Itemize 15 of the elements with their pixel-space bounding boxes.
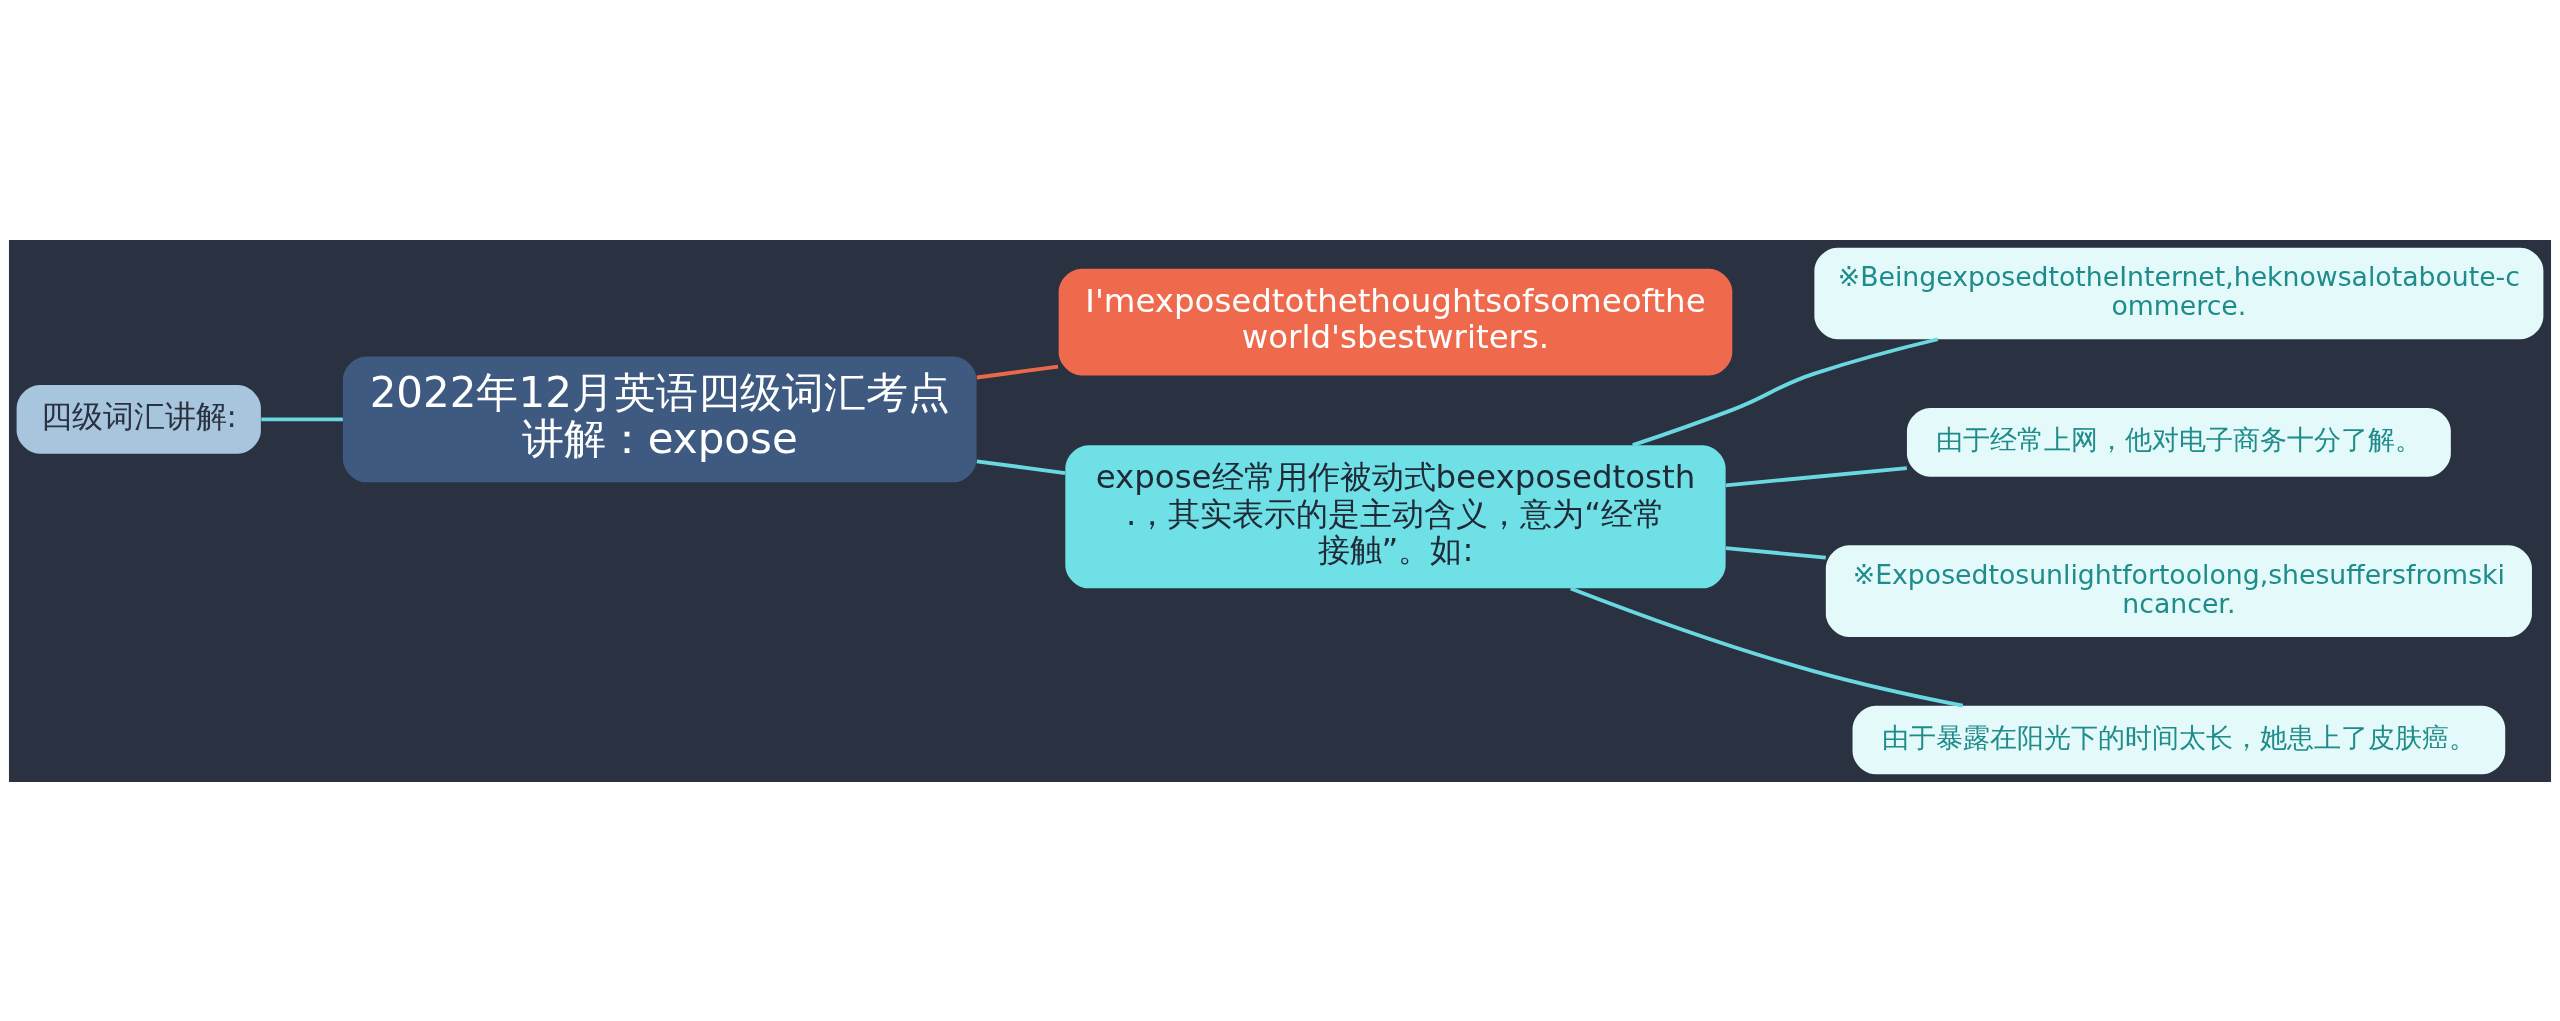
connector: [1632, 336, 1939, 447]
node-box: I'mexposedtothethoughtsofsomeoftheworld'sbestwriters.: [1058, 268, 1733, 375]
node-box: 四级词汇讲解:: [16, 384, 261, 454]
node-box: ※Exposedtosunlightfortoolong,shesuffersfromskincancer.: [1825, 544, 2532, 637]
connector: [976, 458, 1066, 475]
connector: [976, 364, 1059, 379]
connector: [1725, 465, 1907, 487]
connector: [1725, 545, 1826, 560]
node-box: 由于经常上网，他对电子商务十分了解。: [1906, 407, 2451, 477]
connector: [261, 416, 343, 421]
node-box: expose经常用作被动式beexposedtosth.，其实表示的是主动含义，意为“经常接触”。如:: [1065, 444, 1726, 588]
connector: [1570, 586, 1964, 707]
node-box: 2022年12月英语四级词汇考点讲解：expose: [342, 355, 977, 482]
node-box: 由于暴露在阳光下的时间太长，她患上了皮肤癌。: [1852, 705, 2506, 774]
node-box: ※BeingexposedtotheInternet,heknowsalotaboute-commerce.: [1814, 247, 2544, 339]
